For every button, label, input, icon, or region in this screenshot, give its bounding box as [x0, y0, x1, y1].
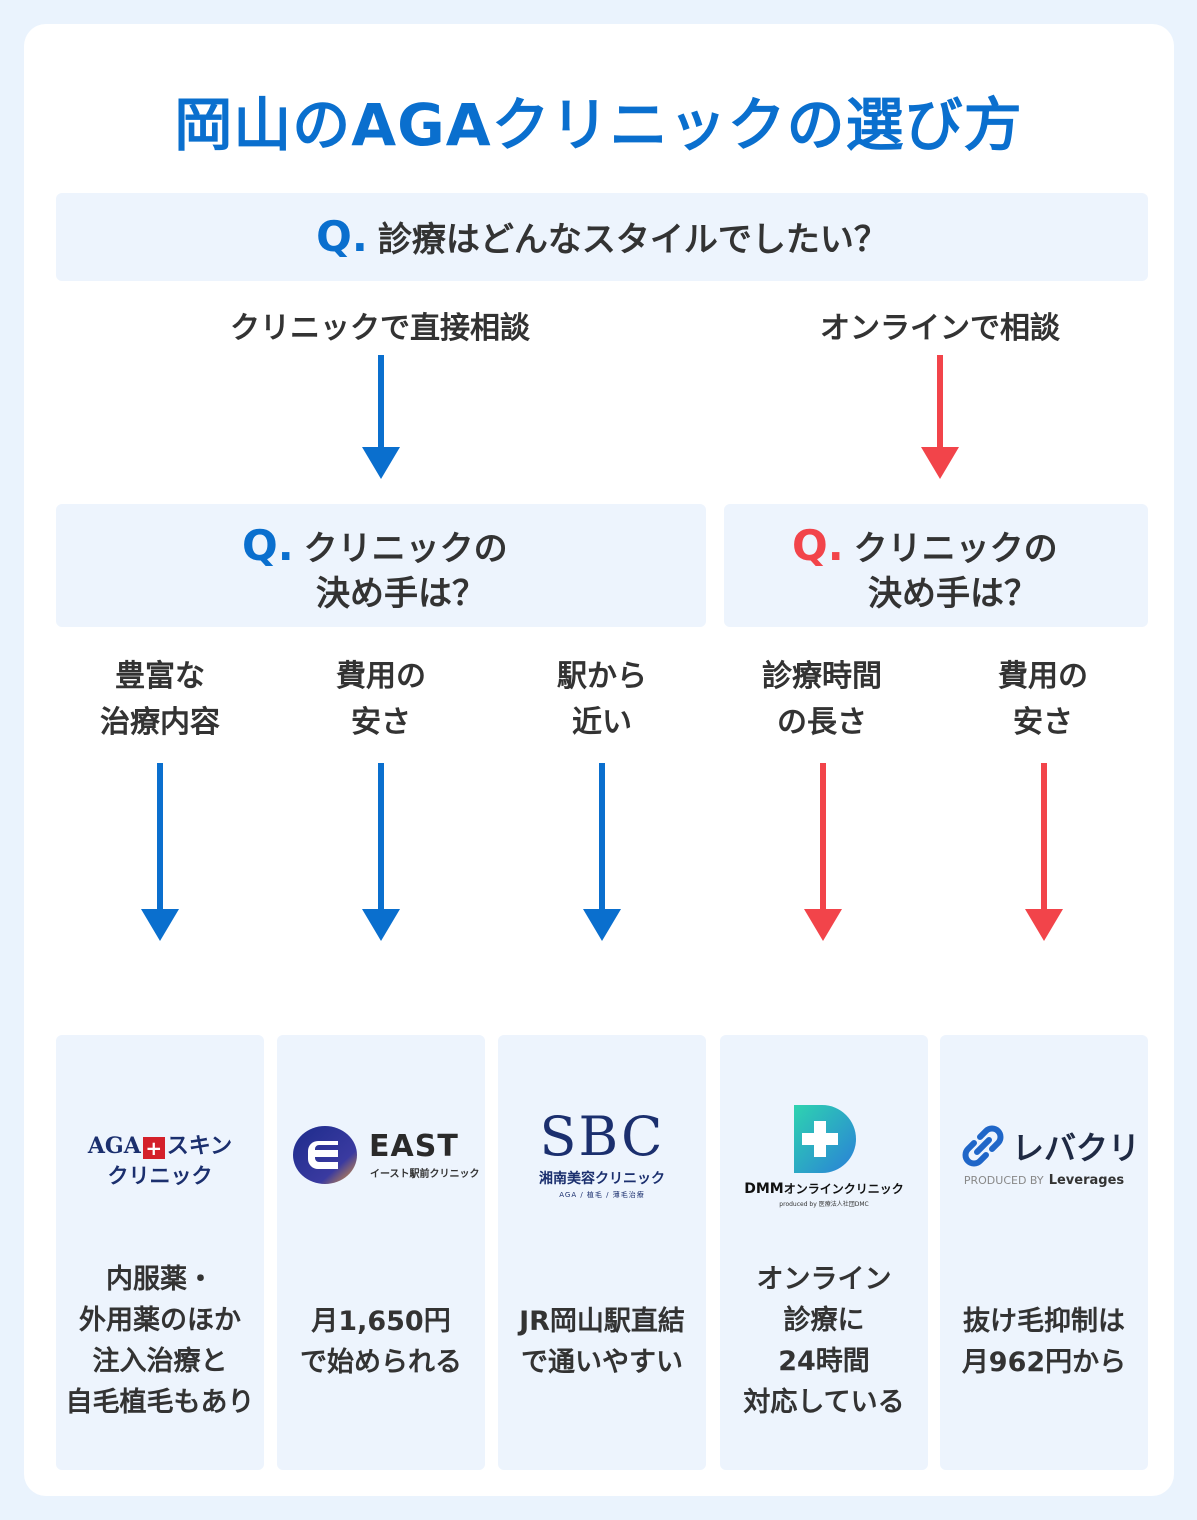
q-mark: Q.	[792, 521, 844, 570]
criterion-label: 駅から近い	[557, 659, 647, 740]
q-mark: Q.	[242, 521, 294, 570]
clinic-card-aga-skin[interactable]: AGA+スキン クリニック 内服薬・外用薬のほか注入治療と自毛植毛もあり	[56, 1035, 264, 1470]
clinic-description: 内服薬・外用薬のほか注入治療と自毛植毛もあり	[65, 1264, 255, 1418]
clinic-card-dmm[interactable]: DMMオンラインクリニック produced by 医療法人社団DMC オンライ…	[720, 1035, 928, 1470]
arrow-down-icon	[362, 355, 400, 479]
criterion-label: 費用の安さ	[336, 659, 426, 740]
question-2-clinic-box: Q.クリニックの 決め手は？	[56, 504, 706, 627]
criterion-label: 診療時間の長さ	[762, 659, 882, 740]
question-1-box: Q.診療はどんなスタイルでしたい？	[56, 193, 1148, 281]
clinic-card-levaclinic[interactable]: レバクリ PRODUCED BY Leverages 抜け毛抑制は月962円から	[940, 1035, 1148, 1470]
clinic-description: 月1,650円で始められる	[300, 1306, 462, 1378]
criterion-label: 豊富な治療内容	[100, 659, 220, 740]
east-logo-sub: イースト駅前クリニック	[370, 1169, 480, 1180]
dmm-logo-sub: produced by 医療法人社団DMC	[779, 1201, 869, 1208]
levaclinic-logo-text: レバクリ	[1012, 1129, 1141, 1167]
branch-clinic-label: クリニックで直接相談	[230, 311, 530, 346]
q-mark: Q.	[316, 212, 368, 261]
levaclinic-logo-sub: PRODUCED BY Leverages	[963, 1173, 1125, 1188]
east-logo-text: EAST	[369, 1129, 459, 1164]
branch-online-label: オンラインで相談	[820, 311, 1060, 346]
criterion-label: 費用の安さ	[998, 659, 1088, 740]
east-logo-icon	[293, 1126, 357, 1184]
question-2-line2: 決め手は？	[316, 574, 486, 614]
clinic-card-east[interactable]: EAST イースト駅前クリニック 月1,650円で始められる	[277, 1035, 485, 1470]
arrow-down-icon	[583, 763, 621, 941]
clinic-description: 抜け毛抑制は月962円から	[961, 1306, 1127, 1378]
clinic-description: JR岡山駅直結で通いやすい	[519, 1306, 685, 1378]
question-2-line1: クリニックの	[303, 529, 508, 569]
dmm-d-logo-icon	[794, 1105, 856, 1173]
dmm-logo-text: DMMオンラインクリニック	[744, 1181, 904, 1197]
aga-skin-logo: AGA+スキン クリニック	[87, 1133, 233, 1188]
sbc-logo: SBC 湘南美容クリニック AGA / 植毛 / 薄毛治療	[539, 1105, 665, 1200]
arrow-down-icon	[921, 355, 959, 479]
question-1-text: 診療はどんなスタイルでしたい？	[377, 220, 888, 260]
arrow-down-icon	[141, 763, 179, 941]
question-2-line1: クリニックの	[853, 529, 1058, 569]
arrow-down-icon	[804, 763, 842, 941]
question-2-online-box: Q.クリニックの 決め手は？	[724, 504, 1148, 627]
cross-icon: +	[142, 1137, 165, 1159]
link-pill-icon	[962, 1125, 1004, 1167]
clinic-card-sbc[interactable]: SBC 湘南美容クリニック AGA / 植毛 / 薄毛治療 JR岡山駅直結で通い…	[498, 1035, 706, 1470]
arrow-down-icon	[362, 763, 400, 941]
arrow-down-icon	[1025, 763, 1063, 941]
question-2-line2: 決め手は？	[868, 574, 1038, 614]
page-title: 岡山のAGAクリニックの選び方	[174, 91, 1023, 159]
